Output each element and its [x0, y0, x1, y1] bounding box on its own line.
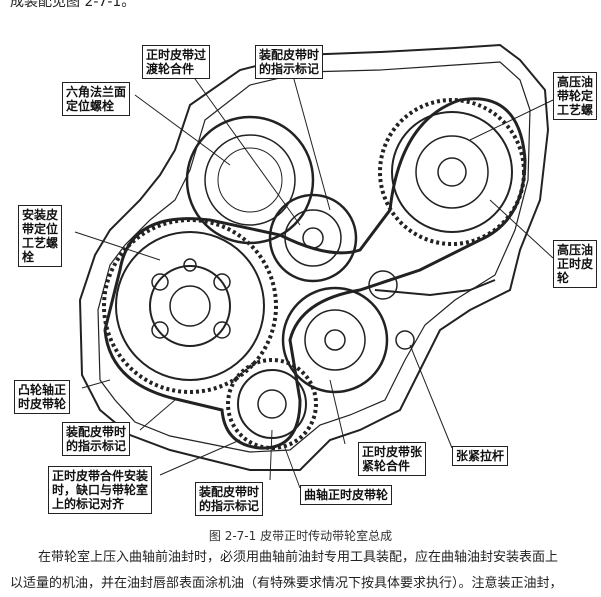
- timing-belt-drawing: [74, 43, 554, 489]
- label-crank-pulley: 曲轴正时皮带轮: [300, 485, 393, 505]
- paragraph-line-2: 以适量的机油，并在油封唇部表面涂机油（有特殊要求情况下按具体要求执行）。注意装正…: [10, 576, 563, 591]
- housing-outline: [78, 43, 550, 471]
- label-idler-assembly: 正时皮带过渡轮合件: [142, 45, 211, 79]
- label-camshaft-pulley: 凸轮轴正时皮带轮: [14, 380, 71, 414]
- label-hp-pump-pulley: 高压油正时皮轮: [553, 240, 598, 288]
- label-mark-bottom: 装配皮带时的指示标记: [195, 482, 264, 516]
- label-belt-assembly-note: 正时皮带合件安装时，缺口与带轮室上的标记对齐: [48, 466, 153, 514]
- paragraph-line-1: 在带轮室上压入曲轴前油封时，必须用曲轴前油封专用工具装配，应在曲轴油封安装表面上: [38, 550, 559, 565]
- label-mark-left: 装配皮带时的指示标记: [62, 422, 131, 456]
- label-tension-rod: 张紧拉杆: [452, 446, 509, 466]
- label-belt-locating-bolt: 安装皮带定位工艺螺栓: [18, 205, 63, 267]
- label-hp-pump-process-bolt: 高压油带轮定工艺螺: [553, 72, 598, 120]
- label-hex-flange-bolt: 六角法兰面定位螺栓: [62, 82, 131, 116]
- label-mark-top: 装配皮带时的指示标记: [255, 45, 324, 79]
- top-fragment: 成装配见图 2-7-1。: [10, 0, 136, 10]
- figure-caption: 图 2-7-1 皮带正时传动带轮室总成: [208, 529, 393, 543]
- label-tensioner-assembly: 正时皮带张紧轮合件: [358, 442, 427, 476]
- timing-belt: [103, 97, 527, 450]
